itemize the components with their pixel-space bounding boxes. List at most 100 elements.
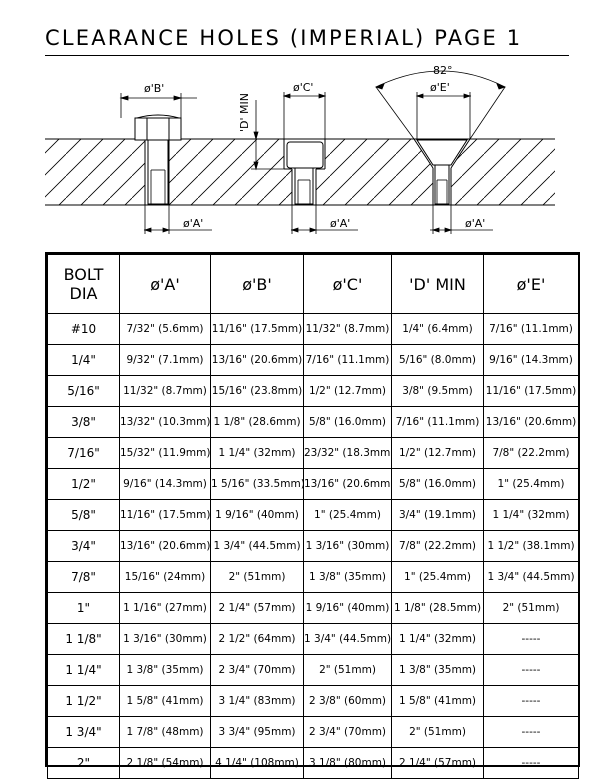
cell-bolt-dia: 7/16" bbox=[47, 437, 120, 469]
cell-d-min: 1/2" (12.7mm) bbox=[391, 437, 484, 469]
cell-bolt-dia: 1 1/2" bbox=[47, 685, 120, 717]
cell-dia-b: 13/16" (20.6mm) bbox=[210, 344, 304, 376]
cell-dia-c: 5/8" (16.0mm) bbox=[303, 406, 392, 438]
label-dia-c: ø'C' bbox=[293, 81, 313, 94]
cell-dia-b: 4 1/4" (108mm) bbox=[210, 747, 304, 779]
cell-dia-a: 9/32" (7.1mm) bbox=[119, 344, 211, 376]
cell-dia-e: 1 3/4" (44.5mm) bbox=[483, 561, 579, 593]
cell-dia-b: 2" (51mm) bbox=[210, 561, 304, 593]
clearance-table-grid: BOLT DIA ø'A' ø'B' ø'C' 'D' MIN ø'E' #10… bbox=[47, 254, 579, 779]
cell-dia-a: 15/16" (24mm) bbox=[119, 561, 211, 593]
cell-dia-a: 11/32" (8.7mm) bbox=[119, 375, 211, 407]
cell-dia-c: 11/32" (8.7mm) bbox=[303, 313, 392, 345]
cell-dia-c: 1" (25.4mm) bbox=[303, 499, 392, 531]
cell-bolt-dia: 5/8" bbox=[47, 499, 120, 531]
cell-dia-e: 1" (25.4mm) bbox=[483, 468, 579, 500]
cell-bolt-dia: 3/4" bbox=[47, 530, 120, 562]
cell-d-min: 5/8" (16.0mm) bbox=[391, 468, 484, 500]
cell-dia-a: 15/32" (11.9mm) bbox=[119, 437, 211, 469]
cell-d-min: 1 1/4" (32mm) bbox=[391, 623, 484, 655]
table-row: 7/16"15/32" (11.9mm)1 1/4" (32mm)23/32" … bbox=[47, 437, 579, 469]
cell-dia-c: 7/16" (11.1mm) bbox=[303, 344, 392, 376]
cell-dia-a: 9/16" (14.3mm) bbox=[119, 468, 211, 500]
cell-bolt-dia: 2" bbox=[47, 747, 120, 779]
cell-dia-e: 1 1/2" (38.1mm) bbox=[483, 530, 579, 562]
cell-dia-b: 1 5/16" (33.5mm) bbox=[210, 468, 304, 500]
cell-bolt-dia: 1/2" bbox=[47, 468, 120, 500]
cell-dia-a: 1 5/8" (41mm) bbox=[119, 685, 211, 717]
cell-d-min: 1 3/8" (35mm) bbox=[391, 654, 484, 686]
cell-dia-b: 2 1/4" (57mm) bbox=[210, 592, 304, 624]
cell-d-min: 7/8" (22.2mm) bbox=[391, 530, 484, 562]
cell-dia-b: 1 1/8" (28.6mm) bbox=[210, 406, 304, 438]
cell-dia-e: 11/16" (17.5mm) bbox=[483, 375, 579, 407]
cell-bolt-dia: 5/16" bbox=[47, 375, 120, 407]
cell-dia-c: 13/16" (20.6mm) bbox=[303, 468, 392, 500]
cell-dia-b: 3 1/4" (83mm) bbox=[210, 685, 304, 717]
cell-dia-a: 1 1/16" (27mm) bbox=[119, 592, 211, 624]
cell-dia-b: 1 3/4" (44.5mm) bbox=[210, 530, 304, 562]
cell-d-min: 5/16" (8.0mm) bbox=[391, 344, 484, 376]
cell-dia-b: 3 3/4" (95mm) bbox=[210, 716, 304, 748]
countersunk-bolt bbox=[413, 138, 471, 205]
header-dia-e: ø'E' bbox=[483, 254, 579, 314]
cell-dia-a: 13/16" (20.6mm) bbox=[119, 530, 211, 562]
cell-bolt-dia: 1" bbox=[47, 592, 120, 624]
hex-bolt bbox=[134, 114, 182, 205]
cell-bolt-dia: 3/8" bbox=[47, 406, 120, 438]
cell-dia-c: 1 3/4" (44.5mm) bbox=[303, 623, 392, 655]
cell-d-min: 7/16" (11.1mm) bbox=[391, 406, 484, 438]
table-row: 1 1/8"1 3/16" (30mm)2 1/2" (64mm)1 3/4" … bbox=[47, 623, 579, 655]
table-header-row: BOLT DIA ø'A' ø'B' ø'C' 'D' MIN ø'E' bbox=[47, 254, 579, 314]
cell-bolt-dia: 1/4" bbox=[47, 344, 120, 376]
cell-dia-c: 1/2" (12.7mm) bbox=[303, 375, 392, 407]
label-dia-b: ø'B' bbox=[144, 82, 164, 95]
table-row: 1/2"9/16" (14.3mm)1 5/16" (33.5mm)13/16"… bbox=[47, 468, 579, 500]
cell-dia-c: 1 3/16" (30mm) bbox=[303, 530, 392, 562]
table-row: 5/16"11/32" (8.7mm)15/16" (23.8mm)1/2" (… bbox=[47, 375, 579, 407]
cell-dia-b: 2 1/2" (64mm) bbox=[210, 623, 304, 655]
cell-d-min: 1/4" (6.4mm) bbox=[391, 313, 484, 345]
cell-dia-e: 13/16" (20.6mm) bbox=[483, 406, 579, 438]
cell-dia-e: 7/8" (22.2mm) bbox=[483, 437, 579, 469]
clearance-hole-drawing: ø'B' ø'C' 'D' MIN 82° ø'E' ø'A' ø'A' ø'A… bbox=[45, 64, 555, 234]
cell-dia-b: 1 1/4" (32mm) bbox=[210, 437, 304, 469]
table-row: 1"1 1/16" (27mm)2 1/4" (57mm)1 9/16" (40… bbox=[47, 592, 579, 624]
cell-dia-c: 2 3/8" (60mm) bbox=[303, 685, 392, 717]
cell-dia-a: 1 7/8" (48mm) bbox=[119, 716, 211, 748]
table-row: 5/8"11/16" (17.5mm)1 9/16" (40mm)1" (25.… bbox=[47, 499, 579, 531]
cell-dia-c: 23/32" (18.3mm) bbox=[303, 437, 392, 469]
cell-d-min: 1" (25.4mm) bbox=[391, 561, 484, 593]
cell-dia-a: 7/32" (5.6mm) bbox=[119, 313, 211, 345]
cell-dia-b: 2 3/4" (70mm) bbox=[210, 654, 304, 686]
cell-dia-b: 15/16" (23.8mm) bbox=[210, 375, 304, 407]
cell-dia-e: 1 1/4" (32mm) bbox=[483, 499, 579, 531]
table-row: 2"2 1/8" (54mm)4 1/4" (108mm)3 1/8" (80m… bbox=[47, 747, 579, 779]
cell-dia-c: 2" (51mm) bbox=[303, 654, 392, 686]
header-bolt-dia: BOLT DIA bbox=[47, 254, 120, 314]
cell-dia-c: 1 9/16" (40mm) bbox=[303, 592, 392, 624]
cell-d-min: 3/4" (19.1mm) bbox=[391, 499, 484, 531]
cell-dia-e: 9/16" (14.3mm) bbox=[483, 344, 579, 376]
cell-dia-e: ----- bbox=[483, 623, 579, 655]
cell-dia-c: 3 1/8" (80mm) bbox=[303, 747, 392, 779]
dimension-lines bbox=[119, 70, 507, 234]
cell-d-min: 2" (51mm) bbox=[391, 716, 484, 748]
table-row: 7/8"15/16" (24mm)2" (51mm)1 3/8" (35mm)1… bbox=[47, 561, 579, 593]
cell-dia-a: 13/32" (10.3mm) bbox=[119, 406, 211, 438]
label-angle: 82° bbox=[433, 64, 453, 77]
cell-dia-a: 1 3/16" (30mm) bbox=[119, 623, 211, 655]
cell-bolt-dia: #10 bbox=[47, 313, 120, 345]
header-dia-a: ø'A' bbox=[119, 254, 211, 314]
cell-dia-e: ----- bbox=[483, 747, 579, 779]
table-row: 1 3/4"1 7/8" (48mm)3 3/4" (95mm)2 3/4" (… bbox=[47, 716, 579, 748]
table-row: 1/4"9/32" (7.1mm)13/16" (20.6mm)7/16" (1… bbox=[47, 344, 579, 376]
cell-bolt-dia: 1 1/4" bbox=[47, 654, 120, 686]
cell-dia-a: 11/16" (17.5mm) bbox=[119, 499, 211, 531]
cell-dia-a: 2 1/8" (54mm) bbox=[119, 747, 211, 779]
header-dia-b: ø'B' bbox=[210, 254, 304, 314]
header-dia-c: ø'C' bbox=[303, 254, 392, 314]
cell-d-min: 3/8" (9.5mm) bbox=[391, 375, 484, 407]
